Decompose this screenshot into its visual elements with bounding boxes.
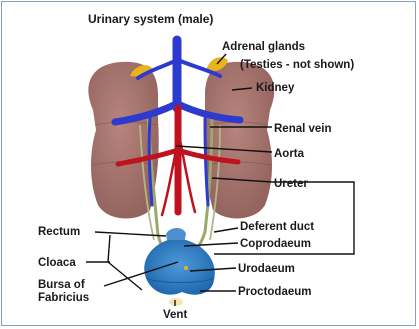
label-adrenal-glands: Adrenal glands: [222, 41, 305, 53]
label-coprodaeum: Coprodaeum: [240, 238, 311, 250]
label-fabricius: Fabricius: [38, 292, 89, 304]
label-deferent-duct: Deferent duct: [240, 221, 314, 233]
label-renal-vein: Renal vein: [274, 123, 332, 135]
cloaca: [144, 240, 215, 295]
label-rectum: Rectum: [38, 226, 80, 238]
label-urodaeum: Urodaeum: [238, 263, 295, 275]
label-proctodaeum: Proctodaeum: [238, 286, 312, 298]
vent: [169, 298, 183, 306]
label-ureter: Ureter: [274, 178, 308, 190]
label-kidney: Kidney: [256, 82, 295, 94]
label-aorta: Aorta: [274, 148, 305, 160]
diagram-title: Urinary system (male): [88, 12, 213, 26]
label-cloaca: Cloaca: [38, 257, 76, 269]
label-vent: Vent: [163, 309, 187, 321]
label-bursa-of: Bursa of: [38, 279, 85, 291]
label-testies-note: (Testies - not shown): [240, 59, 354, 71]
